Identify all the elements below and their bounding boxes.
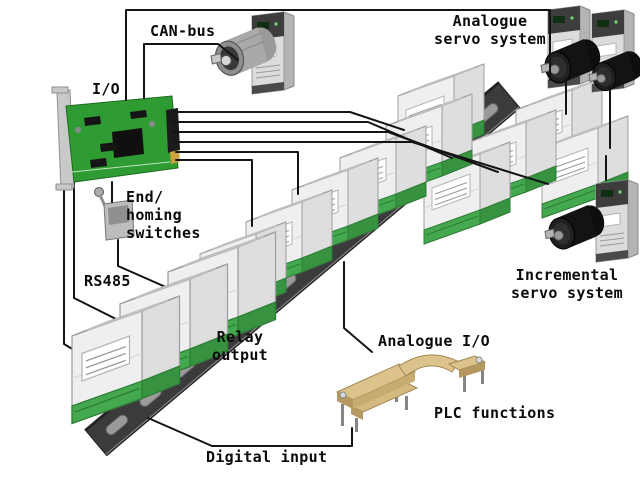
wire-rs485 [73,181,123,323]
wire-fan-1 [171,111,405,131]
label-rs485: RS485 [84,272,131,290]
chip [90,158,107,168]
wire-analogue-io [343,261,373,353]
can-servo-unit [210,11,295,95]
roller [94,187,104,197]
label-io: I/O [92,80,120,98]
io-card [51,86,180,191]
conveyor [335,354,487,432]
label-end-homing-switches: End/ homing switches [126,188,201,242]
capacitor [149,121,155,127]
wire-can-bus [143,43,239,99]
wire-fan-6 [175,159,253,227]
label-relay-output: Relay output [212,328,268,364]
capacitor [75,127,81,133]
wire-fan-5 [175,151,299,195]
chip [100,142,117,152]
label-digital-input: Digital input [206,448,328,466]
main-chip [112,128,144,158]
chip [84,116,101,126]
wire-digital-input [147,417,353,447]
wire-fan-4 [173,141,549,185]
label-incremental-servo-system: Incremental servo system [511,266,623,302]
label-analogue-io: Analogue I/O [378,332,490,350]
label-plc-functions: PLC functions [434,404,556,422]
wire-top-bus [125,9,551,101]
edge-connector [166,108,180,153]
wire-switch [117,239,169,289]
label-analogue-servo-system: Analogue servo system [434,12,546,48]
chip [130,110,147,119]
label-can-bus: CAN-bus [150,22,216,40]
wire-fan-3 [172,131,499,173]
limit-switch [94,187,135,241]
